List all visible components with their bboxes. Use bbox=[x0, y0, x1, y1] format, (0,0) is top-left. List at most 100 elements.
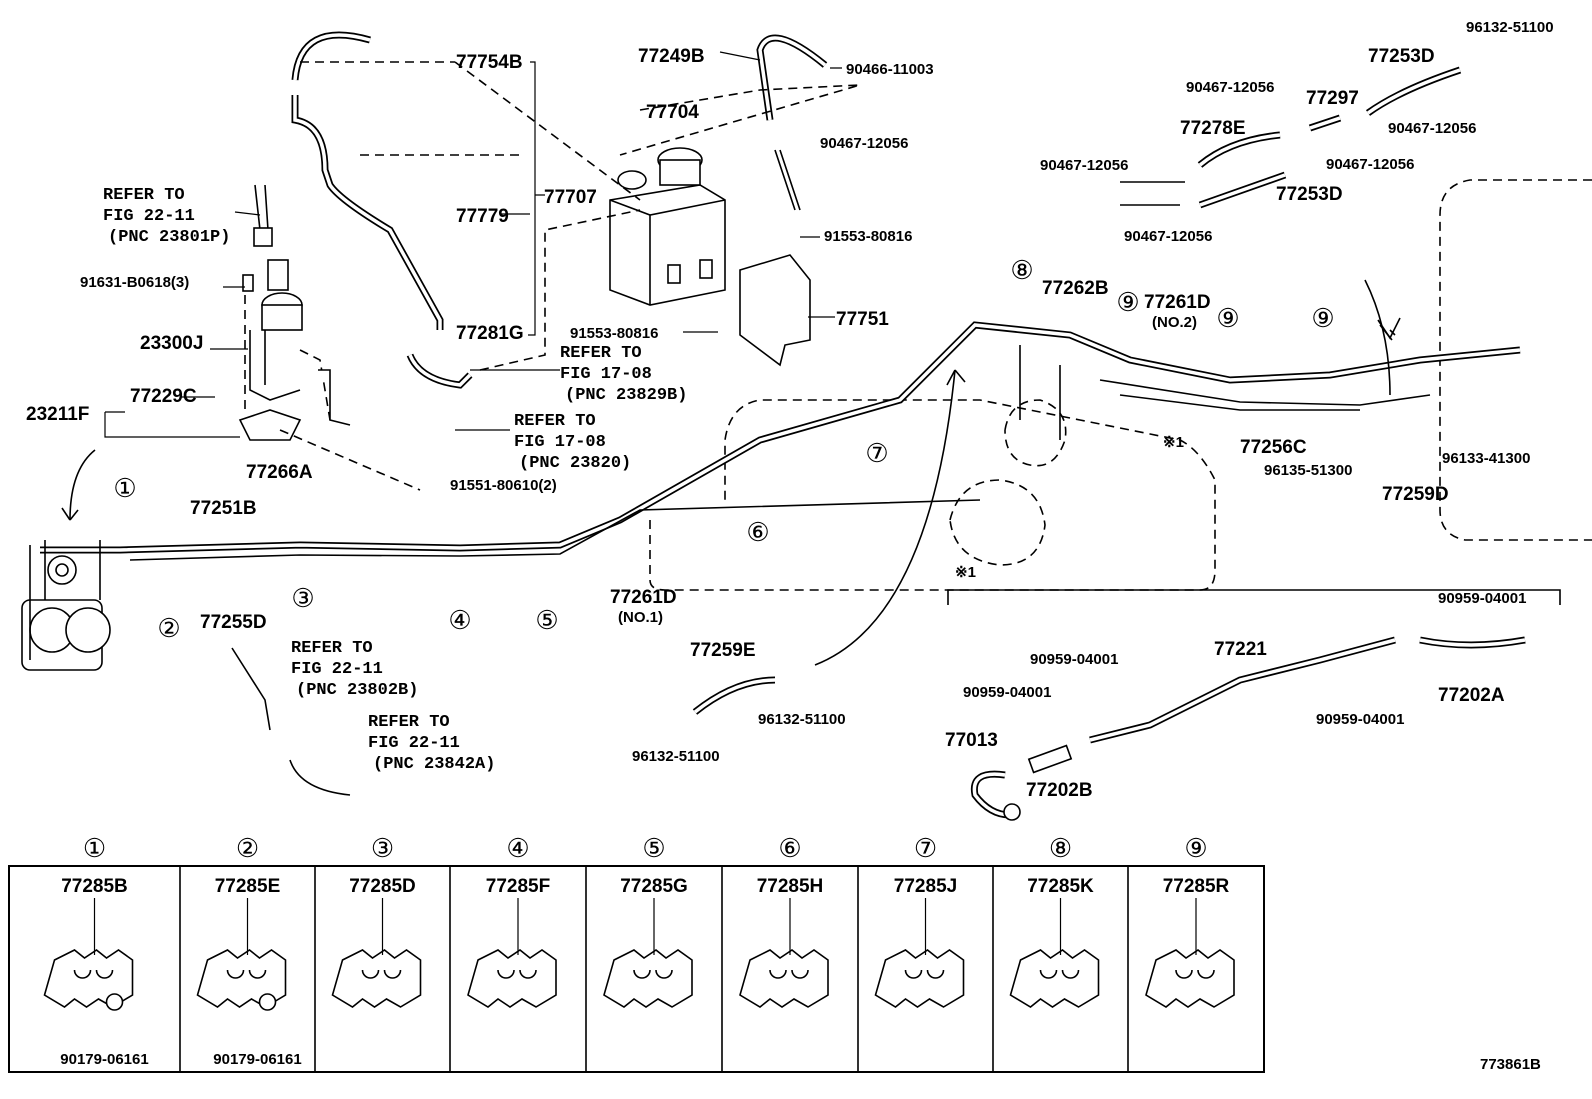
part-number-label: 77253D bbox=[1368, 46, 1435, 67]
part-number-label: 90467-12056 bbox=[1040, 157, 1128, 174]
nut-drawing bbox=[105, 993, 124, 1011]
fuel-pipe-bundle bbox=[40, 321, 1521, 561]
part-number-label: 77751 bbox=[836, 309, 889, 330]
filler-hoses bbox=[231, 589, 1561, 821]
reference-note-line: REFER TO bbox=[291, 639, 373, 658]
clamp-drawing bbox=[1145, 949, 1235, 1008]
clamp-table-callout: ⑨ bbox=[1184, 833, 1207, 863]
clamp-drawings bbox=[43, 898, 1235, 1011]
canister-bracket bbox=[739, 254, 811, 367]
reference-note-line: FIG 22-11 bbox=[291, 660, 383, 679]
part-number-label: 90467-12056 bbox=[1326, 156, 1414, 173]
clamp-part-number: 77285E bbox=[215, 876, 281, 897]
vent-hoses bbox=[291, 31, 1462, 666]
clamp-table-grid bbox=[8, 865, 1265, 1073]
clamp-table-callout: ⑧ bbox=[1049, 833, 1072, 863]
part-number-label: ※1 bbox=[955, 564, 976, 581]
part-number-label: 77256C bbox=[1240, 437, 1307, 458]
part-number-label: 96132-51100 bbox=[758, 711, 846, 728]
reference-note-line: (PNC 23829B) bbox=[565, 386, 687, 405]
part-number-label: 77266A bbox=[246, 462, 313, 483]
clamp-callout: ⑨ bbox=[1311, 303, 1334, 333]
clamp-part-number: 77285D bbox=[349, 876, 416, 897]
reference-note-line: (PNC 23820) bbox=[519, 454, 631, 473]
clamp-table-callout: ① bbox=[83, 833, 106, 863]
clamp-callout: ⑦ bbox=[865, 438, 888, 468]
nut-part-number: 90179-06161 bbox=[213, 1051, 301, 1068]
clamp-part-number: 77285H bbox=[757, 876, 824, 897]
reference-note-line: (PNC 23801P) bbox=[108, 228, 230, 247]
part-number-label: 77707 bbox=[544, 187, 597, 208]
clamp-callout: ⑨ bbox=[1216, 303, 1239, 333]
part-number-label: ※1 bbox=[1163, 434, 1184, 451]
clamp-part-number: 77285R bbox=[1163, 876, 1230, 897]
part-number-label: 77249B bbox=[638, 46, 705, 67]
part-number-label: 77229C bbox=[130, 386, 197, 407]
part-number-label: 77251B bbox=[190, 498, 257, 519]
part-number-label: 77259E bbox=[690, 640, 756, 661]
reference-note-line: (PNC 23842A) bbox=[373, 755, 495, 774]
reference-note-line: (PNC 23802B) bbox=[296, 681, 418, 700]
clamp-part-number: 77285F bbox=[486, 876, 550, 897]
part-number-label: 77013 bbox=[945, 730, 998, 751]
part-number-label: 96132-51100 bbox=[1466, 19, 1554, 36]
reference-note-line: FIG 22-11 bbox=[103, 207, 195, 226]
part-number-label: 77259D bbox=[1382, 484, 1449, 505]
part-number-label: 91551-80610(2) bbox=[450, 477, 557, 494]
vsv-valve-assembly bbox=[238, 184, 421, 491]
nut-part-number: 90179-06161 bbox=[60, 1051, 148, 1068]
reference-note-line: REFER TO bbox=[368, 713, 450, 732]
figure-id: 773861B bbox=[1480, 1056, 1541, 1073]
leader-lines bbox=[104, 51, 861, 438]
clamp-table-callout: ⑤ bbox=[642, 833, 665, 863]
clamp-table-callout: ⑦ bbox=[914, 833, 937, 863]
part-number-label: 77202A bbox=[1438, 685, 1505, 706]
part-number-label: 77202B bbox=[1026, 780, 1093, 801]
part-number-label: 90466-11003 bbox=[846, 61, 934, 78]
clamp-drawing bbox=[1009, 949, 1100, 1008]
part-number-label: 77704 bbox=[646, 102, 699, 123]
clamp-callout: ② bbox=[157, 613, 180, 643]
clamp-table-callout: ③ bbox=[371, 833, 394, 863]
fuel-tank-outline bbox=[649, 399, 1216, 591]
body-outline bbox=[1439, 179, 1592, 541]
clamp-drawing bbox=[467, 949, 557, 1008]
reference-note-line: REFER TO bbox=[103, 186, 185, 205]
part-number-label: 90959-04001 bbox=[963, 684, 1051, 701]
part-number-label: 90467-12056 bbox=[1186, 79, 1274, 96]
clamp-table-callout: ② bbox=[236, 833, 259, 863]
clamp-part-number: 77285K bbox=[1027, 876, 1094, 897]
clamp-table-callout: ④ bbox=[506, 833, 529, 863]
clamp-part-number: 77285G bbox=[620, 876, 688, 897]
part-number-label: 77754B bbox=[456, 52, 523, 73]
part-number-label: 91631-B0618(3) bbox=[80, 274, 189, 291]
part-number-label: 77281G bbox=[456, 323, 524, 344]
reference-note-line: FIG 17-08 bbox=[560, 365, 652, 384]
clamp-callout: ④ bbox=[448, 605, 471, 635]
clamp-drawing bbox=[196, 949, 287, 1008]
charcoal-canister bbox=[609, 147, 726, 306]
clamp-callout: ⑧ bbox=[1010, 255, 1033, 285]
tank-pump-outline bbox=[949, 479, 1046, 566]
part-number-label: 77297 bbox=[1306, 88, 1359, 109]
clamp-callout: ③ bbox=[291, 583, 314, 613]
clamp-part-number: 77285B bbox=[61, 876, 128, 897]
part-number-label: 90959-04001 bbox=[1030, 651, 1118, 668]
clamp-callout: ⑥ bbox=[746, 517, 769, 547]
part-number-label: 23300J bbox=[140, 333, 203, 354]
part-number-label: 77255D bbox=[200, 612, 267, 633]
part-number-label: 77261D bbox=[610, 587, 677, 608]
clamp-part-number: 77285J bbox=[894, 876, 957, 897]
part-number-label: (NO.2) bbox=[1152, 314, 1197, 331]
part-number-label: 77779 bbox=[456, 206, 509, 227]
part-number-label: 90959-04001 bbox=[1438, 590, 1526, 607]
part-number-label: 96135-51300 bbox=[1264, 462, 1352, 479]
reference-note-line: FIG 22-11 bbox=[368, 734, 460, 753]
part-number-label: 90467-12056 bbox=[820, 135, 908, 152]
clamp-callout: ⑤ bbox=[535, 605, 558, 635]
clamp-drawing bbox=[603, 949, 693, 1008]
part-number-label: 90467-12056 bbox=[1388, 120, 1476, 137]
part-number-label: 90467-12056 bbox=[1124, 228, 1212, 245]
